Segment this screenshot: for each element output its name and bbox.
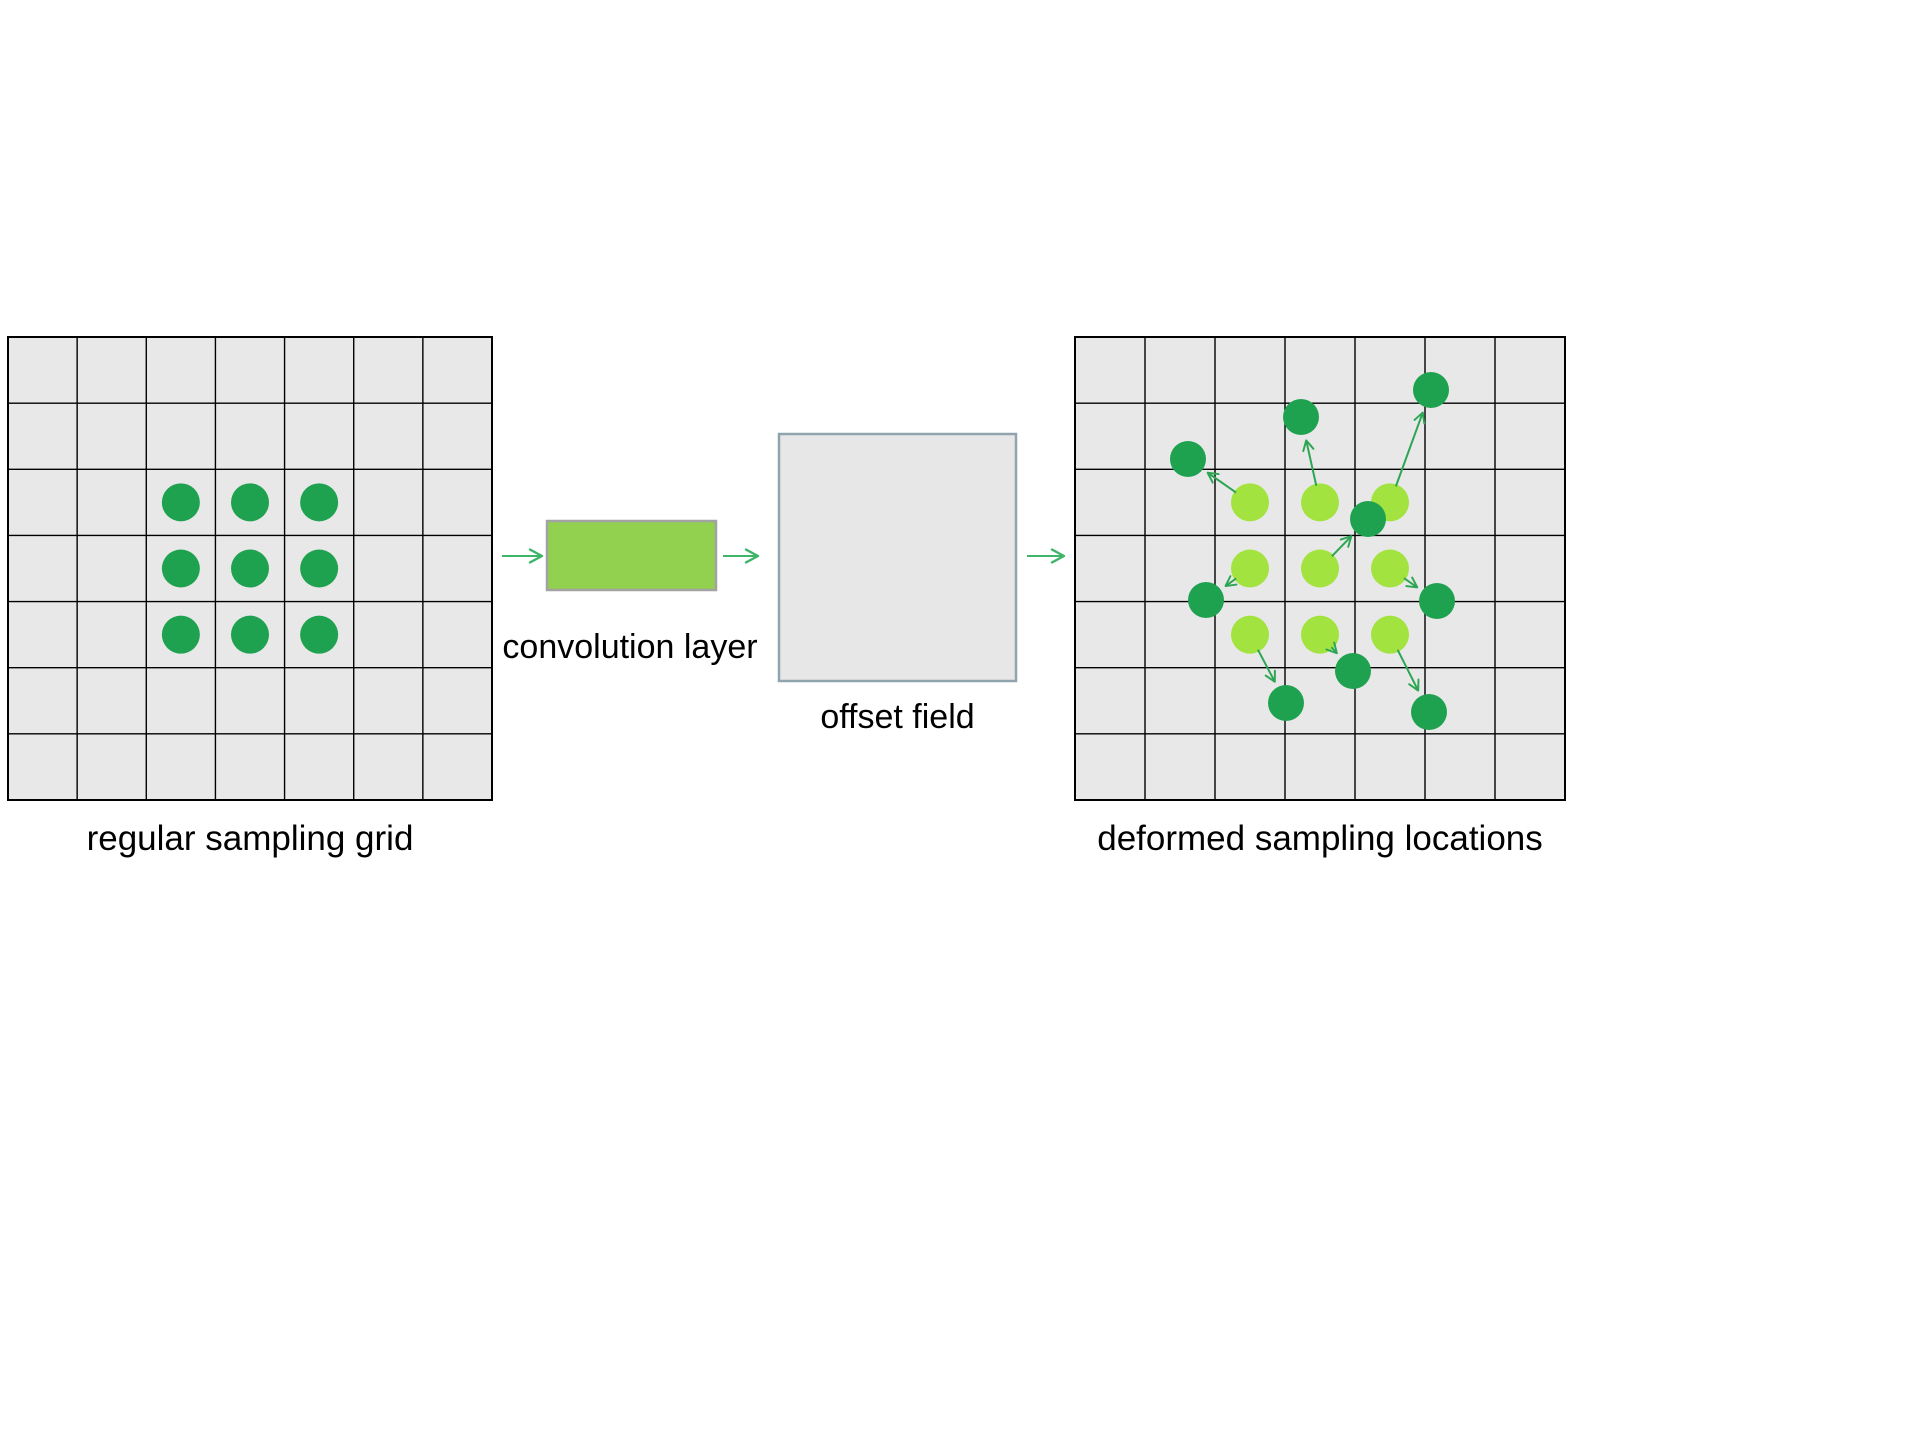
regular-grid bbox=[7, 336, 493, 801]
deformed-sampling-dot bbox=[1283, 399, 1319, 435]
regular-sampling-dot bbox=[300, 549, 339, 588]
regular-sampling-dot bbox=[161, 615, 200, 654]
left-grid-caption: regular sampling grid bbox=[86, 819, 414, 858]
offset-arrow bbox=[1394, 411, 1426, 487]
deformed-sampling-dot bbox=[1411, 694, 1447, 730]
conv-layer-caption: convolution layer bbox=[502, 628, 758, 666]
deformed-sampling-dot bbox=[1268, 685, 1304, 721]
deformed-sampling-dot bbox=[1413, 372, 1449, 408]
offset-field-box bbox=[777, 432, 1018, 683]
offset-arrow bbox=[1257, 649, 1276, 683]
regular-sampling-dot bbox=[231, 615, 269, 654]
offset-arrow bbox=[1331, 535, 1353, 557]
deformed-sampling-dot bbox=[1188, 582, 1224, 618]
deformed-sampling-dot bbox=[1170, 441, 1206, 477]
regular-position-dot bbox=[1301, 549, 1339, 588]
regular-sampling-dot bbox=[300, 615, 339, 654]
regular-position-dot bbox=[1301, 483, 1339, 522]
offset-arrow bbox=[1403, 576, 1419, 589]
deformed-sampling-dot bbox=[1419, 583, 1455, 619]
regular-position-dot bbox=[1231, 615, 1269, 654]
deformed-sampling-dot bbox=[1335, 653, 1371, 689]
offset-arrow bbox=[1302, 439, 1318, 486]
regular-sampling-dot bbox=[161, 549, 200, 588]
regular-sampling-dot bbox=[231, 549, 269, 588]
offset-arrow bbox=[1224, 575, 1238, 588]
right-grid-caption: deformed sampling locations bbox=[1097, 819, 1543, 858]
regular-position-dot bbox=[1231, 549, 1269, 588]
offset-arrow bbox=[1325, 641, 1338, 655]
convolution-layer-box bbox=[545, 519, 718, 592]
regular-position-dot bbox=[1371, 549, 1409, 588]
offset-arrow bbox=[1206, 471, 1237, 494]
offset-arrow bbox=[1396, 649, 1420, 692]
regular-sampling-dot bbox=[300, 483, 339, 522]
offset-field-caption: offset field bbox=[820, 698, 975, 736]
regular-position-dot bbox=[1231, 483, 1269, 522]
regular-position-dot bbox=[1371, 615, 1409, 654]
regular-sampling-dot bbox=[161, 483, 200, 522]
deformed-sampling-dot bbox=[1350, 501, 1386, 537]
regular-sampling-dot bbox=[231, 483, 269, 522]
